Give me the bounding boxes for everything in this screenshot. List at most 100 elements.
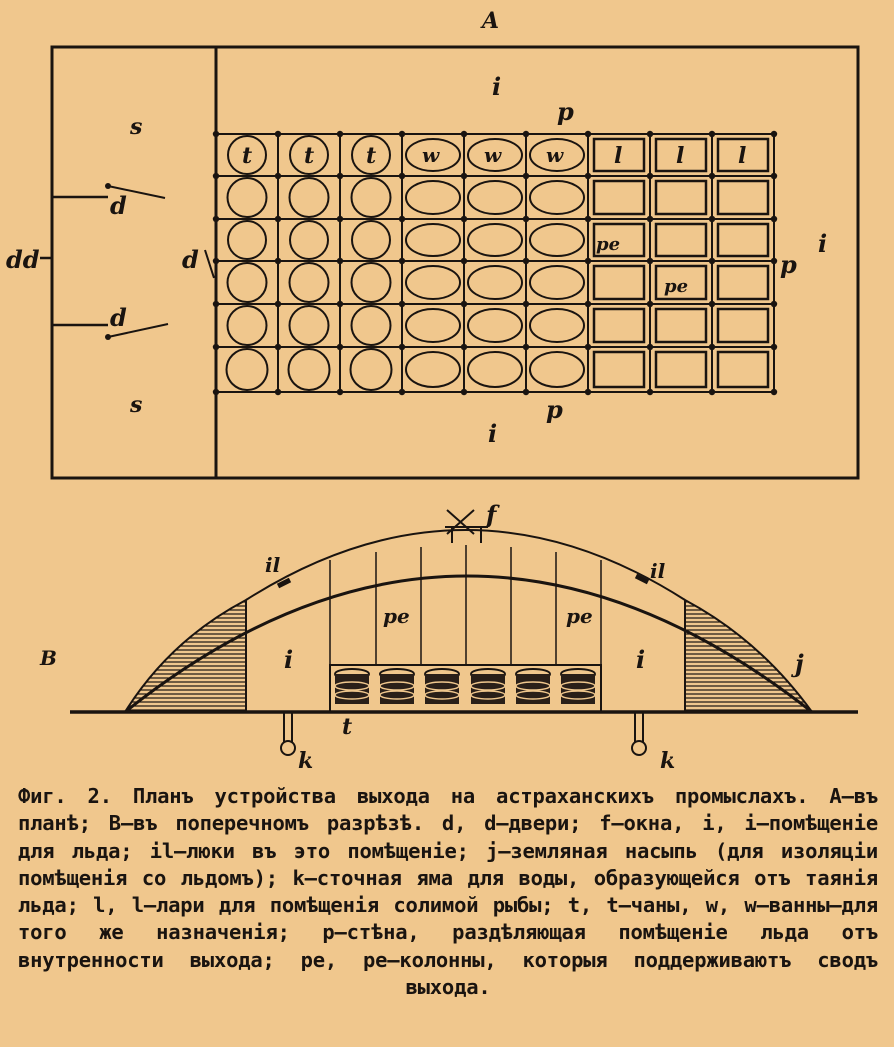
grid-post	[770, 300, 778, 308]
grid-post	[460, 130, 468, 138]
label-f: f	[484, 500, 500, 529]
earth-embankment-left	[123, 598, 247, 713]
grid-post	[770, 257, 778, 265]
grid-post	[522, 388, 530, 396]
label-t: t	[304, 143, 314, 169]
bath-w	[529, 265, 585, 300]
label-t: t	[366, 143, 376, 169]
bin-l	[654, 307, 708, 344]
grid-post	[460, 388, 468, 396]
vat-t	[287, 348, 331, 391]
label-k-left: k	[298, 748, 313, 774]
grid-post	[212, 300, 220, 308]
bin-l	[654, 222, 708, 258]
grid-post	[212, 215, 220, 223]
vat-t	[351, 220, 391, 260]
grid-post	[522, 343, 530, 351]
grid-post	[708, 257, 716, 265]
bin-l	[716, 179, 770, 216]
vat-t	[351, 135, 391, 175]
grid-post	[336, 215, 344, 223]
bath-w	[405, 223, 461, 257]
hatch-il-right	[634, 573, 650, 585]
label-w: w	[422, 143, 440, 167]
plan-title: A	[480, 8, 499, 34]
bin-l	[654, 264, 708, 301]
vat-t	[226, 262, 268, 303]
bath-w	[405, 138, 461, 172]
grid-post	[274, 172, 282, 180]
label-pe: pe	[596, 234, 620, 255]
label-pe-right: pe	[566, 604, 593, 628]
bath-w	[529, 223, 585, 257]
label-j: j	[791, 649, 804, 678]
bath-w	[529, 351, 585, 388]
grid-post	[398, 172, 406, 180]
grid-post	[584, 300, 592, 308]
bin-l	[716, 264, 770, 301]
grid-post	[646, 343, 654, 351]
vat-t	[227, 135, 267, 175]
label-l: l	[676, 143, 684, 169]
grid-post	[770, 130, 778, 138]
grid-post	[522, 300, 530, 308]
grid-post	[584, 257, 592, 265]
vats	[334, 668, 596, 704]
bath-w	[405, 351, 461, 388]
grid-post	[708, 388, 716, 396]
label-il-right: il	[650, 559, 666, 583]
vat-t	[349, 348, 393, 391]
grid-post	[708, 300, 716, 308]
vat-t	[289, 135, 329, 175]
columns	[329, 545, 602, 665]
vat	[470, 668, 506, 704]
grid-post	[522, 130, 530, 138]
label-l: l	[614, 143, 622, 169]
door-bottom	[107, 323, 169, 338]
bin-l	[654, 350, 708, 389]
grid-post	[770, 343, 778, 351]
vault-roof	[124, 574, 813, 714]
label-p-bottom: p	[546, 395, 563, 424]
vat-t	[226, 305, 268, 346]
drain-pit-left	[280, 712, 296, 756]
label-pe-left: pe	[383, 604, 410, 628]
grid-post	[398, 257, 406, 265]
grid-post	[584, 130, 592, 138]
label-i-left: i	[284, 645, 293, 674]
grid-post	[336, 343, 344, 351]
grid-post	[460, 300, 468, 308]
door-bottom-hinge	[105, 334, 111, 340]
bath-w	[467, 265, 523, 300]
figure-caption: Фиг. 2. Планъ устройства выхода на астра…	[18, 784, 878, 1000]
label-i-bottom: i	[488, 419, 497, 448]
grid-post	[646, 130, 654, 138]
vault-inner	[245, 529, 686, 601]
grid-post	[336, 172, 344, 180]
grid-post	[522, 215, 530, 223]
vat-t	[225, 348, 269, 391]
label-d-bottom: d	[110, 303, 127, 332]
vat	[560, 668, 596, 704]
grid-post	[460, 215, 468, 223]
bin-l	[716, 307, 770, 344]
grid-post	[584, 343, 592, 351]
grid-post	[398, 343, 406, 351]
grid-post	[398, 300, 406, 308]
vat-t	[288, 262, 330, 303]
vat	[424, 668, 460, 704]
bath-w	[467, 308, 523, 343]
vat-t	[227, 220, 267, 260]
grid-post	[646, 172, 654, 180]
grid-post	[274, 257, 282, 265]
grid-post	[212, 343, 220, 351]
bin-l	[716, 137, 770, 173]
vat-t	[350, 305, 392, 346]
bin-l	[654, 137, 708, 173]
bath-w	[405, 308, 461, 343]
bin-l	[592, 222, 646, 258]
grid-post	[398, 215, 406, 223]
